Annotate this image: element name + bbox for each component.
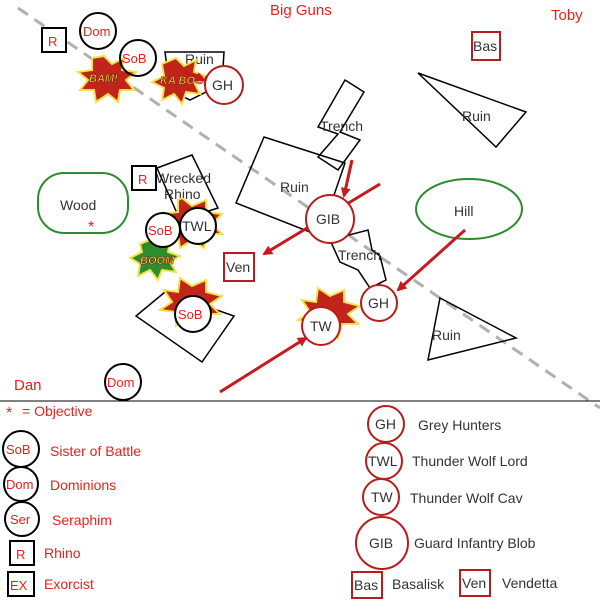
legend-dom-icon [3,466,39,502]
unit-sob-mid[interactable] [145,212,181,248]
arrow-to-gib [340,159,354,198]
unit-sob-top-label: SoB [122,51,147,66]
legend-gh-abbr: GH [375,416,396,432]
bam-text: BAM! [89,73,118,85]
hill-area [415,178,523,240]
legend-tw-icon [362,478,400,516]
unit-rhino-top[interactable] [41,27,67,53]
ruin-bottom-left [134,291,236,364]
objective-marker: * [88,219,94,236]
legend-bas-label: Basalisk [392,576,445,592]
legend-tw-label: Thunder Wolf Cav [410,490,523,506]
hill-label: Hill [454,203,473,219]
unit-sob-bottom[interactable] [174,295,212,333]
legend-twl-abbr: TWL [368,453,398,469]
unit-gh-top-label: GH [212,77,233,93]
legend-exorcist-label: Exorcist [44,576,94,592]
unit-ven-map-label: Ven [226,259,250,275]
unit-gib-map[interactable] [305,194,355,244]
legend-tw-abbr: TW [371,489,394,505]
legend-objective-label: = Objective [22,403,93,419]
unit-ven-map[interactable] [223,252,255,282]
trench-top-label: Trench [320,118,363,134]
legend-gib-abbr: GIB [369,535,393,551]
legend-ven-icon [459,569,491,597]
legend-gh-label: Grey Hunters [418,417,501,433]
legend-rhino-icon [9,540,35,566]
wood-area [37,172,129,234]
legend-ser-icon [4,501,40,537]
ruin-center-label: Ruin [280,179,309,195]
trench-center [328,229,387,289]
unit-dom-top[interactable] [79,12,117,50]
player-label-top: Big Guns [270,2,332,19]
legend-ven-label: Vendetta [502,575,557,591]
ruin-bottom-right-label: Ruin [432,327,461,343]
explosion-boom: BOOM [127,238,183,282]
unit-gh-bottom-label: GH [368,295,389,311]
wrecked-rhino [155,154,220,221]
wood-label: Wood [60,197,96,213]
legend-rhino-abbr: R [16,547,25,562]
unit-dom-top-label: Dom [83,24,110,39]
unit-tw-map-label: TW [310,318,333,334]
legend-rhino-label: Rhino [44,545,81,561]
legend-sob-label: Sister of Battle [50,443,141,459]
ruin-right-label: Ruin [462,108,491,124]
unit-bas[interactable] [471,31,501,61]
legend-gh-icon [367,405,405,443]
unit-rhino-mid[interactable] [131,165,157,191]
unit-sob-top[interactable] [119,39,157,77]
wrecked-rhino-label-2: Rhino [164,186,201,202]
unit-tw-map[interactable] [301,306,341,346]
boom-text: BOOM [140,255,175,267]
legend-exorcist-abbr: EX [10,578,28,593]
unit-dom-bottom[interactable] [104,363,142,401]
unit-gib-map-label: GIB [316,211,340,227]
unit-twl-map-label: TWL [182,218,212,234]
arrow-to-tw [219,336,308,394]
ruin-right [417,72,528,149]
unit-bas-label: Bas [473,38,497,54]
unit-gh-bottom[interactable] [360,284,398,322]
player-label-bottom-left: Dan [14,377,42,394]
legend-sob-abbr: SoB [6,442,31,457]
unit-sob-bottom-label: SoB [178,307,203,322]
ruin-bottom-right [427,296,519,362]
unit-sob-mid-label: SoB [148,223,173,238]
legend-ven-abbr: Ven [462,575,486,591]
legend-objective-symbol: * [6,405,12,422]
legend-dom-abbr: Dom [6,477,33,492]
player-label-top-right: Toby [551,7,583,24]
unit-rhino-top-label: R [48,34,57,49]
legend-dom-label: Dominions [50,477,116,493]
legend-gib-icon [355,516,409,570]
legend-ser-abbr: Ser [10,512,31,527]
unit-rhino-mid-label: R [138,172,147,187]
legend-gib-label: Guard Infantry Blob [414,535,536,551]
trench-top [316,78,366,172]
arrow-to-gh-top [184,70,206,82]
legend-exorcist-icon [7,571,35,597]
unit-dom-bottom-label: Dom [107,375,134,390]
arrow-to-gh-bottom [396,228,467,292]
legend-ser-label: Seraphim [52,512,112,528]
legend-twl-label: Thunder Wolf Lord [412,453,528,469]
trench-center-label: Trench [338,247,381,263]
legend-bas-icon [351,571,383,599]
wrecked-rhino-label-1: Wrecked [156,170,211,186]
legend-bas-abbr: Bas [354,577,378,593]
unit-gh-top[interactable] [204,65,244,105]
